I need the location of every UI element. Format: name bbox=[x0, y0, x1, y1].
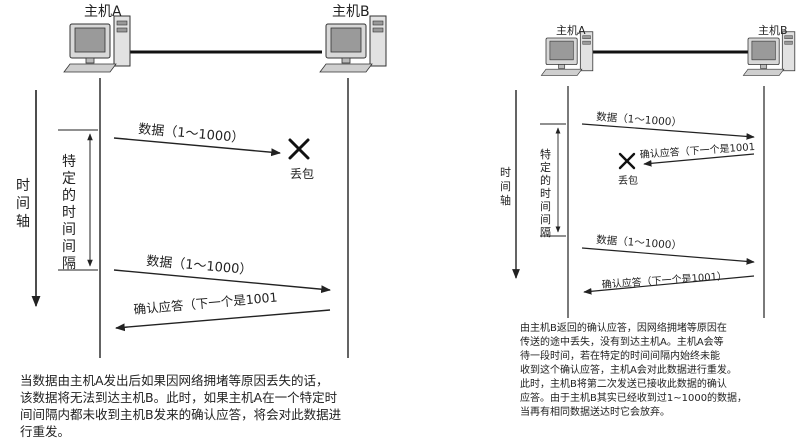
right-time-axis-label: 时间轴 bbox=[500, 166, 511, 207]
right-data-1-arrow bbox=[581, 123, 755, 140]
right-ack-lost-arrow bbox=[643, 153, 755, 167]
right-ack-lost-label: 确认应答（下一个是1001 bbox=[639, 140, 755, 161]
left-time-axis-label: 时间轴 bbox=[16, 178, 30, 230]
left-panel: 主机A 主机B 时间轴 特定的时间间隔 数据（1～1000） 丢包 数据（1～1… bbox=[16, 4, 387, 358]
right-host-a-label: 主机A bbox=[556, 23, 586, 37]
left-host-a-computer-icon bbox=[63, 15, 131, 73]
left-host-a-label: 主机A bbox=[84, 4, 122, 20]
right-data-2-arrow bbox=[581, 247, 755, 265]
right-host-a-computer-icon bbox=[540, 31, 594, 76]
left-data-2-arrow bbox=[113, 269, 331, 294]
right-data-2-label: 数据（1～1000） bbox=[596, 233, 683, 252]
right-ack-2-arrow bbox=[583, 275, 755, 295]
left-ack-arrow bbox=[115, 309, 331, 332]
left-ack-label: 确认应答（下一个是1001 bbox=[133, 289, 278, 317]
right-data-1-label: 数据（1～1000） bbox=[596, 110, 683, 129]
left-data-1-arrow bbox=[113, 137, 281, 157]
left-lost-label: 丢包 bbox=[290, 167, 314, 181]
left-caption: 当数据由主机A发出后如果因网络拥堵等原因丢失的话， 该数据将无法到达主机B。此时… bbox=[20, 373, 342, 439]
right-host-b-label: 主机B bbox=[758, 23, 788, 37]
left-interval-label: 特定的时间间隔 bbox=[62, 154, 76, 272]
left-data-1-label: 数据（1～1000） bbox=[138, 122, 245, 146]
right-lost-label: 丢包 bbox=[618, 174, 638, 187]
right-interval-label: 特定的时间间隔 bbox=[540, 147, 551, 239]
right-lost-x-mark-icon bbox=[618, 152, 636, 170]
right-caption: 由主机B返回的确认应答，因网络拥堵等原因在 传送的途中丢失，没有到达主机A。主机… bbox=[520, 323, 748, 418]
right-host-b-computer-icon bbox=[742, 31, 796, 76]
right-panel: 主机A 主机B 时间轴 特定的时间间隔 数据（1～1000） 确认应答（下一个是… bbox=[500, 23, 796, 318]
left-host-b-label: 主机B bbox=[332, 4, 370, 20]
left-host-b-computer-icon bbox=[319, 15, 387, 73]
left-lost-x-mark-icon bbox=[288, 138, 310, 160]
right-ack-2-label: 确认应答（下一个是1001） bbox=[601, 269, 727, 291]
